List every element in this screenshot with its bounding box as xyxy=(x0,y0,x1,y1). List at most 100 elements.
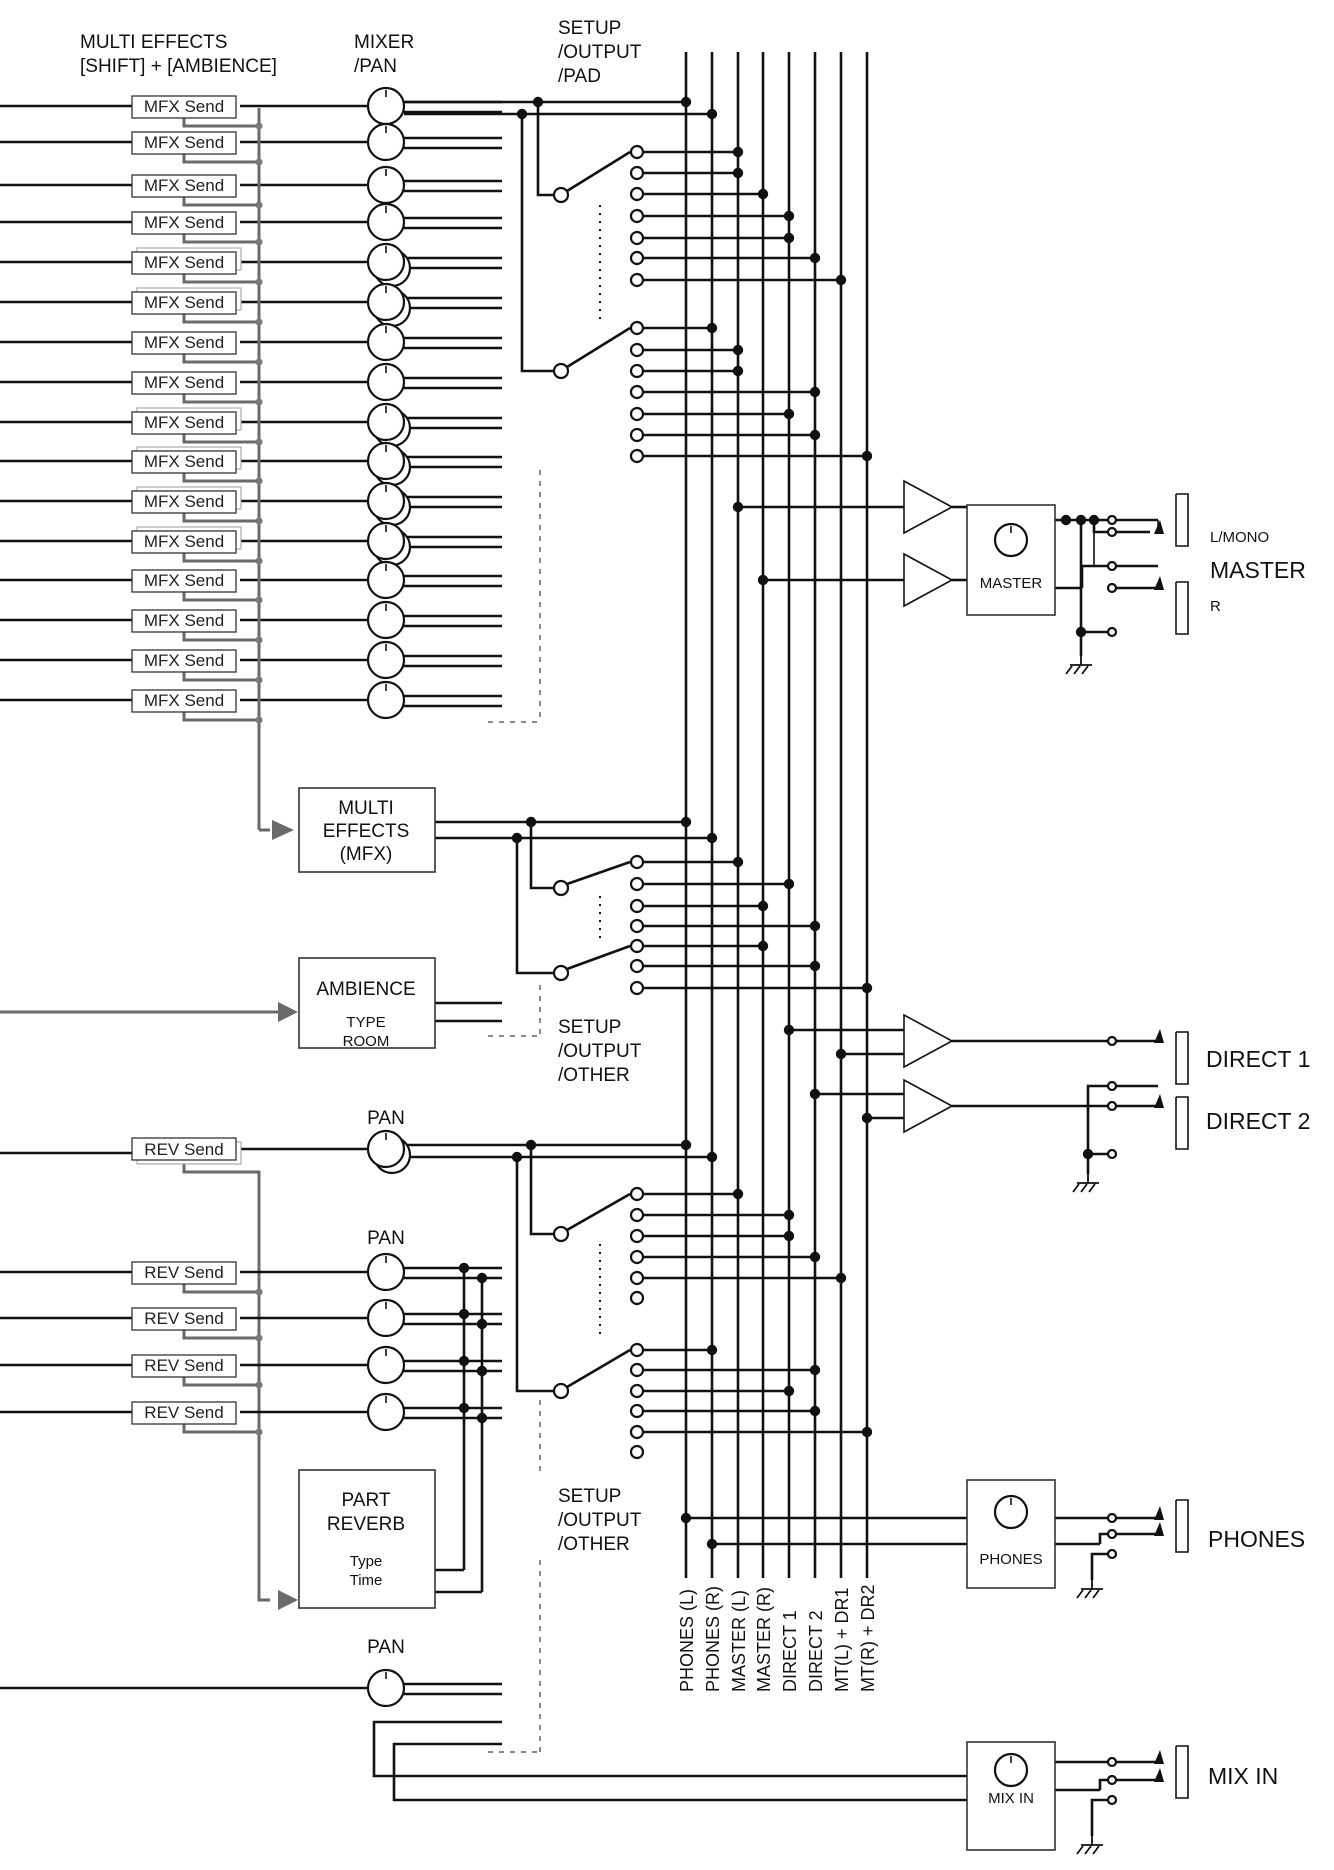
junction-dot xyxy=(458,1355,470,1367)
switch-contact xyxy=(629,363,645,379)
wire xyxy=(515,1157,561,1393)
switch-contact xyxy=(1106,1774,1118,1786)
rev-send-label: REV Send xyxy=(144,1140,223,1159)
wire xyxy=(1080,564,1112,588)
wire xyxy=(529,822,561,890)
switch-contact xyxy=(1106,1512,1118,1524)
pad-switch-b-feed xyxy=(520,114,561,373)
rev-send-box xyxy=(131,1354,237,1378)
ground-hatch xyxy=(1081,665,1089,675)
switch-contact xyxy=(629,448,645,464)
send-junction-dot xyxy=(255,1381,263,1389)
reverb-block xyxy=(298,1469,436,1609)
wire xyxy=(1086,1084,1112,1156)
wire xyxy=(566,1192,631,1232)
junction-dot xyxy=(835,1272,847,1284)
mfx-send-label: MFX Send xyxy=(144,611,224,630)
mfx-block-label-3: (MFX) xyxy=(340,844,393,865)
junction-dot xyxy=(732,167,744,179)
bus-label-phones-r: PHONES (R) xyxy=(703,1586,723,1692)
send-bus-path xyxy=(182,1284,259,1294)
jack-tip-d1 xyxy=(1154,1029,1164,1043)
mfx-send-label: MFX Send xyxy=(144,651,224,670)
junction-dot xyxy=(783,1209,795,1221)
junction-dot xyxy=(706,322,718,334)
send-bus-path xyxy=(182,553,261,571)
mfx-send-label: MFX Send xyxy=(144,492,224,511)
mixer-pan-title: /PAN xyxy=(354,56,397,77)
direct1-jack xyxy=(1175,1031,1189,1085)
send-junction-dot xyxy=(255,398,263,406)
mfx-send-box xyxy=(131,490,237,514)
junction-dot xyxy=(511,1151,523,1163)
send-junction-dot xyxy=(255,477,263,485)
phones-knob xyxy=(993,1494,1029,1530)
pan-knob xyxy=(366,1345,406,1385)
wire xyxy=(1090,1552,1112,1580)
switch-contact xyxy=(629,230,645,246)
send-junction-dot xyxy=(255,636,263,644)
setup-pad-title-2: /OUTPUT xyxy=(558,42,642,63)
junction-dot xyxy=(809,1364,821,1376)
bus-label-master-r: MASTER (R) xyxy=(754,1587,774,1692)
send-bus-path xyxy=(182,1330,259,1340)
switch-contact xyxy=(629,1342,645,1358)
send-junction-dot xyxy=(255,238,263,246)
ground-hatch xyxy=(1073,665,1081,675)
switch-contact xyxy=(1106,626,1118,638)
mfx-send-box xyxy=(131,530,237,554)
jack-tip-ph-l xyxy=(1154,1506,1164,1520)
mixin-jack xyxy=(1175,1745,1189,1799)
send-bus-path xyxy=(182,354,261,372)
junction-dot xyxy=(476,1272,488,1284)
switch-contact xyxy=(1106,1528,1118,1540)
r-label: R xyxy=(1210,598,1221,615)
mfx-send-box xyxy=(131,649,237,673)
junction-dot xyxy=(809,1405,821,1417)
pan-knob xyxy=(366,521,406,561)
rev-send-label: REV Send xyxy=(144,1309,223,1328)
master-knob xyxy=(993,522,1029,558)
send-junction-dot xyxy=(255,517,263,525)
send-junction-dot xyxy=(255,278,263,286)
junction-dot xyxy=(732,146,744,158)
bus-label-phones-l: PHONES (L) xyxy=(677,1589,697,1692)
junction-dot xyxy=(706,832,718,844)
ground-hatch xyxy=(1080,1183,1088,1193)
direct2-jack xyxy=(1175,1096,1189,1150)
phones-knob-label: PHONES xyxy=(979,1551,1042,1568)
junction-dot xyxy=(783,1024,795,1036)
junction xyxy=(532,96,544,108)
rev-send-box xyxy=(131,1261,237,1285)
switch-contact xyxy=(1106,1548,1118,1560)
junction-dot xyxy=(783,408,795,420)
switch-contact xyxy=(629,1228,645,1244)
mfx-send-box xyxy=(131,450,237,474)
l-mono-label: L/MONO xyxy=(1210,529,1269,546)
junction-dot xyxy=(476,1365,488,1377)
junction-dot xyxy=(680,1512,692,1524)
send-junction-dot xyxy=(255,201,263,209)
multi-effects-title: MULTI EFFECTS xyxy=(80,32,227,53)
switch-contact xyxy=(629,1362,645,1378)
pan-knob xyxy=(366,202,406,242)
bus-label-mt-l-dr1: MT(L) + DR1 xyxy=(832,1587,852,1692)
junction-dot xyxy=(732,501,744,513)
switch-contact xyxy=(552,879,570,897)
ambience-arrowhead xyxy=(278,1002,298,1022)
mfx-block xyxy=(298,787,436,873)
junction-dot xyxy=(706,1538,718,1550)
ground-hatch xyxy=(1072,1183,1080,1193)
switch-contact xyxy=(1106,526,1118,538)
switch-contact xyxy=(629,186,645,202)
switch-contact xyxy=(629,1383,645,1399)
pan-knob xyxy=(366,1298,406,1338)
master-amp-r xyxy=(903,552,954,608)
bus-label-direct1: DIRECT 1 xyxy=(780,1610,800,1692)
junction-dot xyxy=(809,429,821,441)
rev-send-box xyxy=(131,1401,237,1425)
junction-dot xyxy=(757,940,769,952)
mfx-send-label: MFX Send xyxy=(144,571,224,590)
switch-contact xyxy=(1106,1035,1118,1047)
send-junction-dot xyxy=(255,438,263,446)
